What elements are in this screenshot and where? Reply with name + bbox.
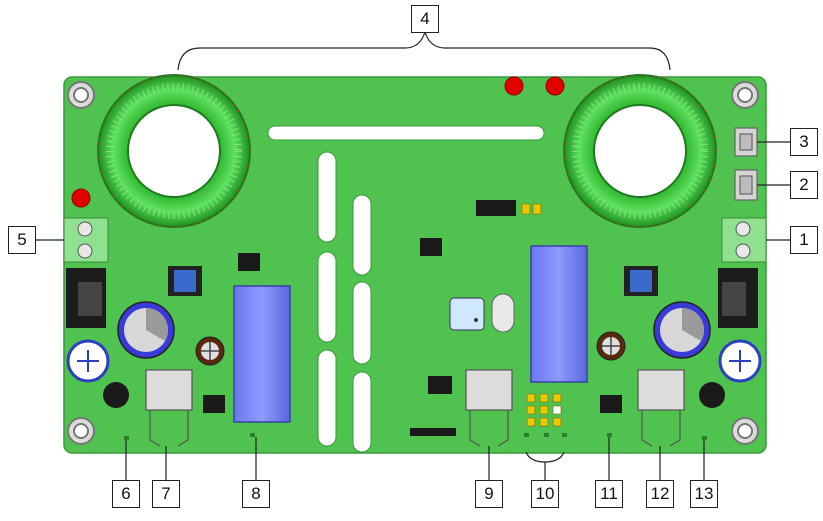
tiny-pads — [124, 433, 707, 440]
pin-header-10 — [526, 393, 562, 427]
toroid-right — [563, 74, 717, 228]
callout-1: 1 — [790, 226, 818, 254]
mounting-holes — [67, 81, 759, 445]
heatsink-left — [66, 268, 106, 328]
board-slots — [267, 125, 545, 453]
callout-3: 3 — [790, 128, 818, 156]
callout-5: 5 — [8, 226, 36, 254]
clip-9 — [465, 369, 513, 447]
relay-left — [168, 266, 202, 296]
callout-11: 11 — [595, 480, 623, 508]
center-ic — [449, 293, 515, 333]
clip-7 — [145, 369, 193, 447]
terminal-block-left — [63, 217, 109, 263]
clip-12 — [637, 369, 685, 447]
capacitor-left — [117, 301, 175, 359]
small-caps — [195, 331, 626, 366]
callout-9: 9 — [475, 480, 503, 508]
callout-4: 4 — [411, 5, 439, 33]
module-right — [530, 245, 588, 383]
header-yellow-top — [521, 203, 542, 215]
terminal-block-right — [721, 217, 767, 263]
connector-2 — [734, 169, 758, 201]
callout-6: 6 — [112, 480, 140, 508]
callout-12: 12 — [646, 480, 674, 508]
module-left — [233, 285, 291, 423]
callout-2: 2 — [790, 171, 818, 199]
relay-right — [624, 266, 658, 296]
heatsink-right — [718, 268, 758, 328]
callout-8: 8 — [242, 480, 270, 508]
black-components — [103, 200, 725, 436]
connector-3 — [734, 127, 758, 157]
toroid-left — [97, 74, 251, 228]
red-leds — [71, 76, 565, 208]
callout-13: 13 — [690, 480, 718, 508]
callout-10: 10 — [531, 480, 559, 508]
capacitor-right — [653, 301, 711, 359]
round-pads — [66, 339, 762, 383]
callout-7: 7 — [152, 480, 180, 508]
